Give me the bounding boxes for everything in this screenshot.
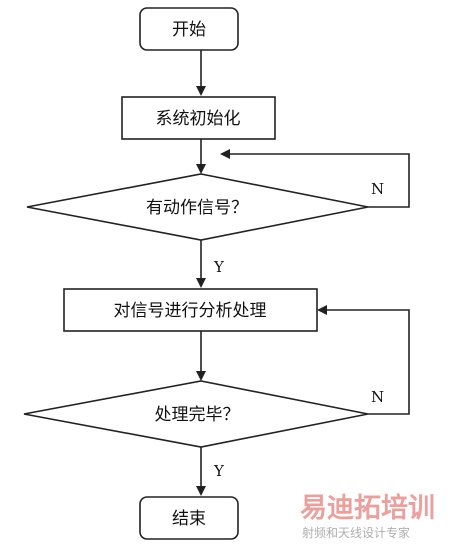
process-label: 对信号进行分析处理 [114,301,267,321]
process-node [63,288,318,332]
start-node [139,7,239,51]
arrow-process-decision [196,371,206,381]
branch-done-yes: Y [213,462,225,480]
init-label: 系统初始化 [156,109,241,129]
decision-action-label: 有动作信号？ [146,198,248,218]
arrow-done-yes [196,486,206,496]
arrow-action-no [220,149,230,159]
arrow-init-decision [196,164,206,174]
end-node [139,496,239,540]
watermark-subtitle: 射频和天线设计专家 [302,525,410,540]
init-node [121,96,276,140]
end-label: 结束 [172,509,206,529]
branch-action-no: N [371,180,384,198]
watermark-title: 易迪拓培训 [300,493,435,524]
start-label: 开始 [172,20,206,40]
branch-done-no: N [371,388,384,406]
loop-done-no [327,309,410,415]
arrow-start-init [196,86,206,96]
branch-action-yes: Y [213,258,225,276]
arrow-done-no [317,305,327,315]
arrow-action-yes [196,278,206,288]
decision-done-label: 处理完毕？ [155,405,240,425]
loop-action-no [230,153,410,208]
